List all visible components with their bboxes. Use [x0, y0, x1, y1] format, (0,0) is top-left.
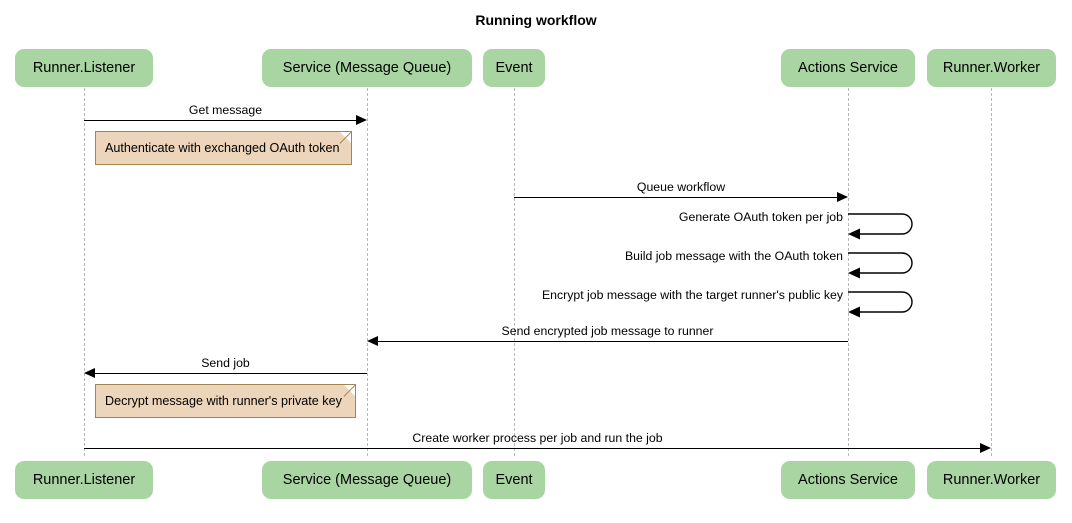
participant-label: Runner.Worker: [942, 472, 1041, 488]
arrowhead-right-icon: [837, 191, 848, 202]
message-line-queue-workflow: [514, 197, 837, 198]
message-line-send-encrypted-job-message: [378, 341, 848, 342]
participant-label: Actions Service: [798, 60, 898, 76]
participant-label: Runner.Worker: [942, 60, 1041, 76]
self-message-encrypt-job-message: [846, 286, 922, 318]
message-label-generate-oauth-token: Generate OAuth token per job: [678, 210, 843, 224]
page-title: Running workflow: [475, 12, 597, 28]
participant-service-mq-bottom[interactable]: Service (Message Queue): [262, 461, 472, 499]
message-label-send-encrypted-job-message: Send encrypted job message to runner: [501, 324, 714, 338]
note-fold-icon: [344, 385, 355, 396]
message-label-build-job-message: Build job message with the OAuth token: [624, 249, 843, 263]
participant-label: Event: [495, 472, 533, 488]
participant-actions-service-bottom[interactable]: Actions Service: [781, 461, 915, 499]
lifeline-runner-listener: [84, 88, 85, 456]
participant-label: Event: [495, 60, 533, 76]
note-label: Decrypt message with runner's private ke…: [105, 394, 342, 408]
message-line-send-job: [95, 373, 367, 374]
note-decrypt-message: Decrypt message with runner's private ke…: [95, 384, 356, 418]
participant-label: Runner.Listener: [32, 60, 136, 76]
arrowhead-right-icon: [980, 442, 991, 453]
message-label-encrypt-job-message: Encrypt job message with the target runn…: [541, 288, 843, 302]
arrowhead-right-icon: [356, 114, 367, 125]
participant-runner-listener-bottom[interactable]: Runner.Listener: [15, 461, 153, 499]
note-label: Authenticate with exchanged OAuth token: [105, 141, 340, 155]
participant-label: Service (Message Queue): [282, 60, 452, 76]
participant-event-top[interactable]: Event: [483, 49, 545, 87]
participant-service-mq-top[interactable]: Service (Message Queue): [262, 49, 472, 87]
participant-label: Actions Service: [798, 472, 898, 488]
note-authenticate: Authenticate with exchanged OAuth token: [95, 131, 352, 165]
arrowhead-left-icon: [367, 335, 378, 346]
message-label-get-message: Get message: [188, 103, 263, 117]
self-message-generate-oauth-token: [846, 208, 922, 240]
lifeline-actions-service: [848, 88, 849, 456]
participant-runner-worker-bottom[interactable]: Runner.Worker: [927, 461, 1056, 499]
arrowhead-left-icon: [84, 367, 95, 378]
note-fold-icon: [340, 132, 351, 143]
participant-label: Runner.Listener: [32, 472, 136, 488]
lifeline-service-mq: [367, 88, 368, 456]
lifeline-event: [514, 88, 515, 456]
participant-runner-listener-top[interactable]: Runner.Listener: [15, 49, 153, 87]
lifeline-runner-worker: [991, 88, 992, 456]
self-message-build-job-message: [846, 247, 922, 279]
message-line-get-message: [84, 120, 356, 121]
message-line-create-worker-process: [84, 448, 980, 449]
participant-actions-service-top[interactable]: Actions Service: [781, 49, 915, 87]
message-label-queue-workflow: Queue workflow: [636, 180, 726, 194]
message-label-send-job: Send job: [201, 356, 250, 370]
participant-event-bottom[interactable]: Event: [483, 461, 545, 499]
participant-label: Service (Message Queue): [282, 472, 452, 488]
participant-runner-worker-top[interactable]: Runner.Worker: [927, 49, 1056, 87]
message-label-create-worker-process: Create worker process per job and run th…: [412, 431, 663, 445]
